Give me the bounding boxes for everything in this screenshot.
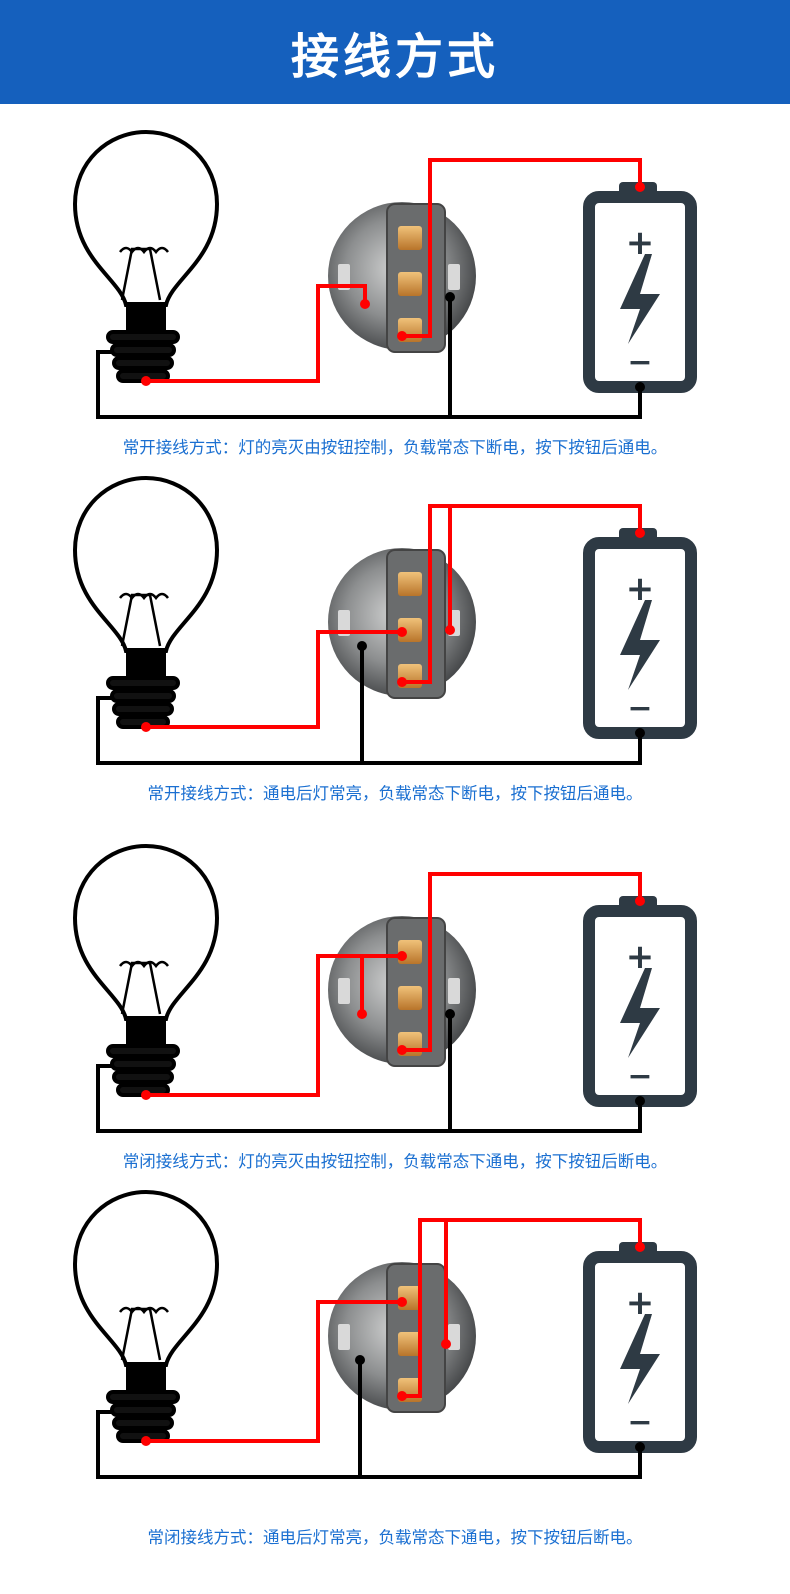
wiring-diagram-3: + − 常闭接线方式：灯的亮灭由按钮控制，负载常态下通电，按下按钮后断电。 — [0, 818, 790, 1171]
light-bulb-icon — [72, 843, 220, 1097]
wiring-diagram-2: + − 常开接线方式：通电后灯常亮，负载常态下断电，按下按钮后通电。 — [0, 450, 790, 803]
battery-minus: − — [627, 345, 652, 380]
page-title: 接线方式 — [290, 29, 499, 85]
diagram-caption: 常开接线方式：灯的亮灭由按钮控制，负载常态下断电，按下按钮后通电。 — [122, 438, 668, 457]
battery-minus: − — [627, 1059, 652, 1094]
battery-plus: + — [626, 223, 655, 263]
negative-wire — [96, 696, 642, 765]
light-bulb-icon — [72, 129, 220, 383]
circuit-diagram: + − — [72, 1189, 697, 1479]
battery-minus: − — [627, 691, 652, 726]
push-button-switch-icon — [328, 916, 476, 1067]
battery-minus: − — [627, 1405, 652, 1440]
light-bulb-icon — [72, 475, 220, 729]
diagram-caption: 常闭接线方式：通电后灯常亮，负载常态下通电，按下按钮后断电。 — [147, 1528, 643, 1547]
wiring-diagram-4: + − 常闭接线方式：通电后灯常亮，负载常态下通电，按下按钮后断电。 — [0, 1164, 790, 1547]
lamp-wire — [146, 1300, 402, 1443]
negative-wire — [96, 350, 642, 419]
positive-wire — [402, 504, 642, 684]
battery-plus: + — [626, 569, 655, 609]
lamp-wire — [146, 630, 402, 729]
battery-plus: + — [626, 1283, 655, 1323]
push-button-switch-icon — [328, 548, 476, 699]
battery-plus: + — [626, 937, 655, 977]
push-button-switch-icon — [328, 202, 476, 353]
diagram-caption: 常闭接线方式：灯的亮灭由按钮控制，负载常态下通电，按下按钮后断电。 — [122, 1152, 668, 1171]
title-banner: 接线方式 — [0, 0, 790, 104]
circuit-diagram: + − — [72, 129, 697, 419]
diagram-caption: 常开接线方式：通电后灯常亮，负载常态下断电，按下按钮后通电。 — [147, 784, 643, 803]
wiring-diagram-1: + − 常开接线方式：灯的亮灭由按钮控制，负载常态下断电，按下按钮后通电。 — [0, 104, 790, 457]
negative-wire — [96, 1410, 642, 1479]
lamp-wire — [146, 284, 367, 383]
positive-wire — [402, 1218, 642, 1398]
circuit-diagram: + − — [72, 843, 697, 1133]
circuit-diagram: + − — [72, 475, 697, 765]
positive-wire — [402, 872, 642, 1052]
positive-wire — [402, 158, 642, 338]
push-button-switch-icon — [328, 1262, 476, 1413]
light-bulb-icon — [72, 1189, 220, 1443]
negative-wire — [96, 1064, 642, 1133]
